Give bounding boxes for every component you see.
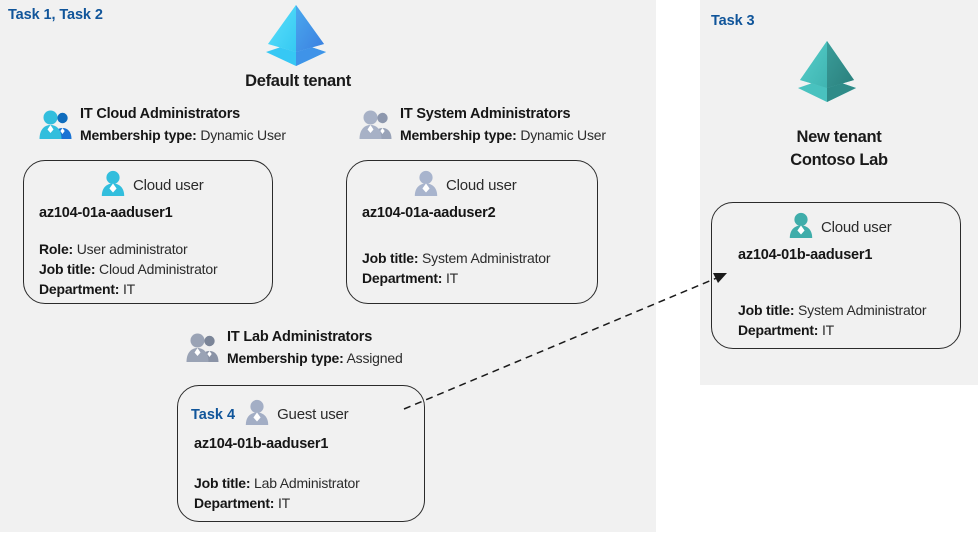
user-card-new-tenant-az104-01b-aaduser1[interactable]: Cloud user az104-01b-aaduser1 Job title:… xyxy=(711,202,961,349)
azure-tenant-icon xyxy=(791,38,863,104)
property-label: Department: xyxy=(39,280,120,297)
user-card-az104-01a-aaduser2[interactable]: Cloud user az104-01a-aaduser2 Job title:… xyxy=(346,160,598,304)
group-name: IT System Administrators xyxy=(400,106,571,122)
property-row: Job title: System Administrator xyxy=(738,301,927,321)
property-label: Department: xyxy=(738,321,819,338)
default-tenant-panel xyxy=(0,0,656,532)
user-principal-name: az104-01a-aaduser2 xyxy=(362,205,496,221)
default-tenant-label: Default tenant xyxy=(245,72,351,90)
property-row: Job title: Lab Administrator xyxy=(194,474,360,494)
membership-type-label: Membership type: xyxy=(400,126,517,143)
property-value: IT xyxy=(821,321,835,338)
group-users-icon xyxy=(185,331,221,368)
user-properties: Role: User administrator Job title: Clou… xyxy=(39,240,218,300)
property-label: Job title: xyxy=(194,475,251,491)
property-value: System Administrator xyxy=(422,250,551,266)
user-properties: Job title: System Administrator Departme… xyxy=(738,301,927,341)
property-row: Job title: System Administrator xyxy=(362,249,551,269)
property-value: Lab Administrator xyxy=(254,475,360,491)
membership-type-label: Membership type: xyxy=(227,349,344,366)
property-label: Department: xyxy=(194,494,275,511)
membership-type-value: Dynamic User xyxy=(200,126,286,143)
group-membership-type: Membership type: Assigned xyxy=(227,349,403,367)
property-row: Department: IT xyxy=(362,269,550,289)
cloud-user-icon xyxy=(788,211,814,244)
card-header: Cloud user xyxy=(413,169,517,202)
cloud-user-icon xyxy=(413,169,439,202)
task-tag-3: Task 3 xyxy=(711,13,755,29)
user-kind-label: Cloud user xyxy=(821,219,892,236)
user-card-az104-01a-aaduser1[interactable]: Cloud user az104-01a-aaduser1 Role: User… xyxy=(23,160,273,304)
task-tag-4: Task 4 xyxy=(191,406,236,423)
task-tag-1-2: Task 1, Task 2 xyxy=(8,7,103,23)
user-properties: Job title: System Administrator Departme… xyxy=(362,249,551,289)
card-header: Task 4 Guest user xyxy=(191,398,349,431)
property-value: IT xyxy=(445,269,459,286)
property-row: Department: IT xyxy=(39,280,217,300)
property-label: Role: xyxy=(39,241,74,257)
user-principal-name: az104-01b-aaduser1 xyxy=(194,436,329,452)
group-membership-type: Membership type: Dynamic User xyxy=(80,126,286,144)
user-card-guest-az104-01b-aaduser1[interactable]: Task 4 Guest user az104-01b-aaduser1 Job… xyxy=(177,385,425,522)
user-kind-label: Cloud user xyxy=(446,177,517,194)
membership-type-value: Dynamic User xyxy=(520,126,606,143)
new-tenant-label-line1: New tenant xyxy=(796,128,882,146)
property-label: Job title: xyxy=(738,302,795,318)
new-tenant-label-line2: Contoso Lab xyxy=(790,151,888,170)
azure-tenant-icon xyxy=(258,2,334,68)
card-header: Cloud user xyxy=(788,211,892,244)
property-row: Job title: Cloud Administrator xyxy=(39,260,218,280)
property-label: Job title: xyxy=(39,260,96,277)
user-kind-label: Guest user xyxy=(277,406,349,423)
property-row: Department: IT xyxy=(194,494,360,514)
guest-user-icon xyxy=(244,398,270,431)
property-label: Department: xyxy=(362,269,443,286)
user-principal-name: az104-01b-aaduser1 xyxy=(738,247,873,263)
property-value: IT xyxy=(277,494,291,511)
user-kind-label: Cloud user xyxy=(133,177,204,194)
membership-type-label: Membership type: xyxy=(80,126,197,143)
new-tenant-label: New tenant Contoso Lab xyxy=(706,126,972,173)
property-row: Role: User administrator xyxy=(39,240,217,260)
group-name: IT Lab Administrators xyxy=(227,329,373,345)
property-value: User administrator xyxy=(76,241,188,257)
user-properties: Job title: Lab Administrator Department:… xyxy=(194,474,360,514)
group-membership-type: Membership type: Dynamic User xyxy=(400,126,606,144)
membership-type-value: Assigned xyxy=(346,349,403,366)
property-value: System Administrator xyxy=(798,302,927,318)
group-name: IT Cloud Administrators xyxy=(80,106,241,122)
cloud-user-icon xyxy=(100,169,126,202)
group-users-icon xyxy=(38,108,74,145)
property-row: Department: IT xyxy=(738,321,926,341)
property-value: Cloud Administrator xyxy=(99,260,218,277)
property-label: Job title: xyxy=(362,250,419,266)
card-header: Cloud user xyxy=(100,169,204,202)
group-users-icon xyxy=(358,108,394,145)
user-principal-name: az104-01a-aaduser1 xyxy=(39,205,173,221)
property-value: IT xyxy=(122,280,136,297)
